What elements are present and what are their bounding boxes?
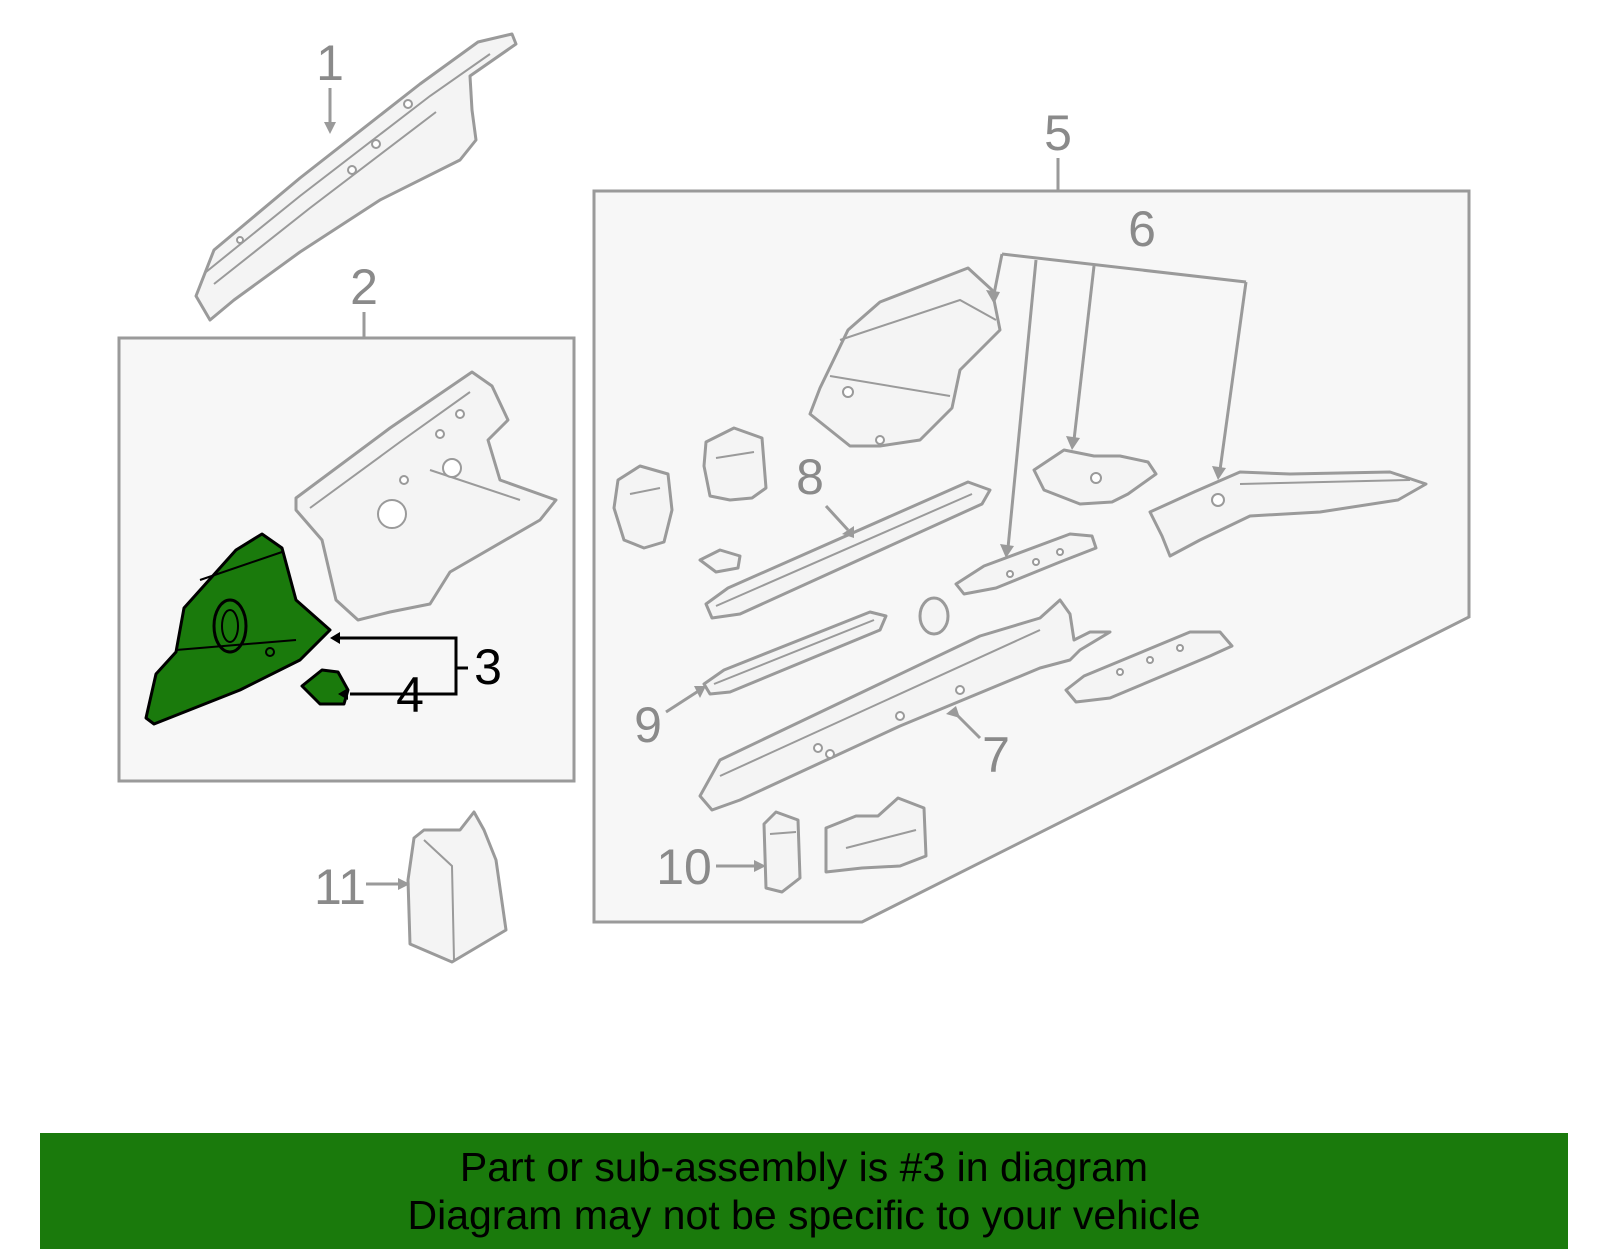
callout-8: 8: [796, 449, 824, 505]
leader-lines-active: [330, 632, 468, 700]
callout-11: 11: [314, 859, 366, 915]
part-plug[interactable]: [918, 596, 950, 636]
callout-5: 5: [1044, 105, 1072, 161]
part-9-extension[interactable]: [702, 610, 888, 696]
callout-3: 3: [474, 639, 502, 695]
part-11-bracket[interactable]: [406, 810, 508, 964]
banner-line-1: Part or sub-assembly is #3 in diagram: [459, 1144, 1149, 1190]
part-8-sill[interactable]: [704, 480, 992, 620]
banner-line-2: Diagram may not be specific to your vehi…: [407, 1192, 1201, 1238]
part-6-bracket-upper[interactable]: [702, 426, 768, 502]
part-10-bracket[interactable]: [762, 810, 802, 894]
part-6-rear-rail[interactable]: [808, 266, 1002, 448]
leader-lines: [324, 88, 1248, 890]
part-10-bracket-b[interactable]: [824, 796, 928, 874]
part-6-crossmember-b[interactable]: [1148, 470, 1428, 558]
callout-10: 10: [656, 839, 712, 895]
part-7-side-member[interactable]: [698, 598, 1112, 812]
callout-6: 6: [1128, 201, 1156, 257]
callout-1: 1: [316, 35, 344, 91]
part-6-bracket-left[interactable]: [612, 464, 674, 550]
part-6-reinforcement[interactable]: [954, 532, 1098, 596]
callout-7: 7: [982, 727, 1010, 783]
part-3-highlighted[interactable]: [144, 532, 332, 726]
part-7-extension-rear[interactable]: [1064, 630, 1234, 704]
part-6-crossmember-a[interactable]: [1032, 448, 1158, 506]
part-2-apron-assembly[interactable]: [294, 370, 558, 622]
callout-9: 9: [634, 697, 662, 753]
callout-2: 2: [350, 259, 378, 315]
info-banner: Part or sub-assembly is #3 in diagram Di…: [40, 1133, 1568, 1249]
part-small-clip[interactable]: [698, 548, 742, 574]
callout-4: 4: [396, 667, 424, 723]
part-1-upper-rail[interactable]: [194, 32, 518, 322]
